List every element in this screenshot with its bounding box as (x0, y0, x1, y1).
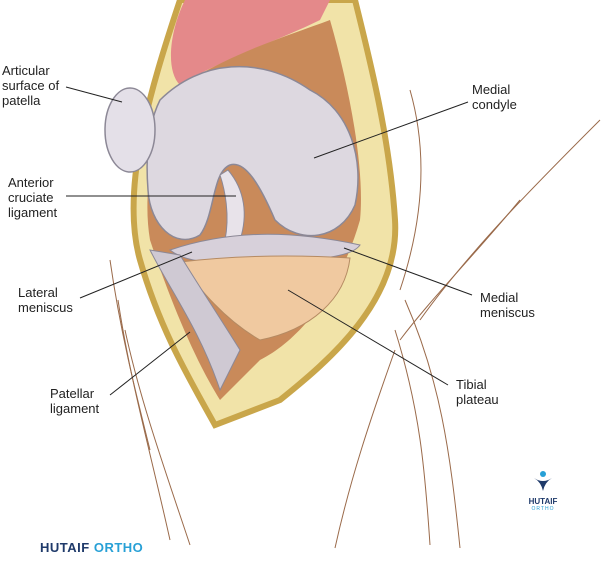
brand-footer: HUTAIF ORTHO (40, 540, 143, 555)
label-articular-surface: Articular surface of patella (2, 63, 60, 108)
quadriceps-muscle (170, 0, 330, 85)
brand-name-part1: HUTAIF (40, 540, 90, 555)
brand-logo: HUTAIF ORTHO (523, 470, 563, 512)
label-medial-condyle: Medial condyle (472, 82, 517, 112)
logo-text: HUTAIF (528, 497, 558, 506)
person-icon (534, 471, 552, 491)
brand-name-part2: ORTHO (93, 540, 144, 555)
patella (104, 87, 156, 173)
tibial-plateau-shape (179, 255, 351, 341)
leader-lines (65, 86, 473, 396)
label-lateral-meniscus: Lateral meniscus (18, 285, 73, 315)
patellar-ligament-band (149, 249, 241, 392)
label-tibial-plateau: Tibial plateau (456, 377, 499, 407)
label-medial-meniscus: Medial meniscus (480, 290, 535, 320)
logo-subtext: ORTHO (531, 506, 555, 512)
label-anterior-cruciate: Anterior cruciate ligament (8, 175, 58, 220)
label-patellar-ligament: Patellar ligament (50, 386, 100, 416)
